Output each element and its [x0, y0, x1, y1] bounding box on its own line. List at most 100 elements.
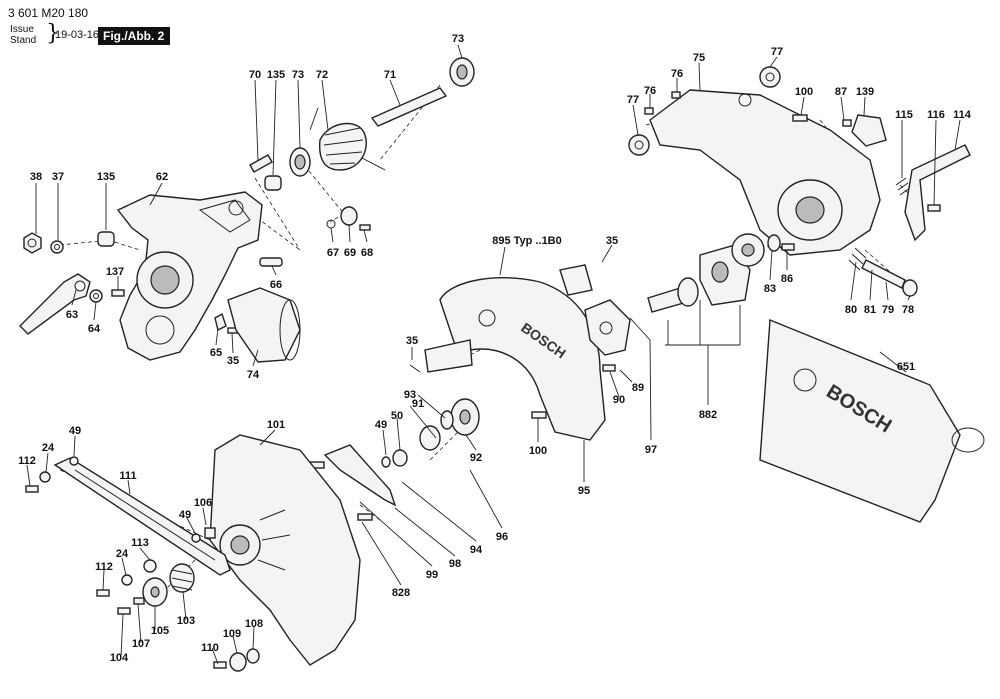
document-number: 3 601 M20 180 [8, 6, 89, 20]
clamp-65 [214, 312, 227, 332]
label-50: 50 [391, 410, 403, 422]
label-105: 105 [151, 625, 169, 637]
label-92: 92 [470, 452, 482, 464]
washer-24b [121, 574, 133, 586]
label-49c: 49 [179, 509, 191, 521]
label-37: 37 [52, 171, 64, 183]
bracket-96-plate [424, 339, 473, 373]
screw-107 [133, 597, 145, 605]
bearing-73b [449, 57, 475, 87]
label-109: 109 [223, 628, 241, 640]
label-895: 895 Typ ..1B0 [492, 235, 562, 247]
bolt-50 [392, 449, 408, 467]
label-73b: 73 [452, 33, 464, 45]
spindle-shaft [647, 277, 699, 313]
label-91: 91 [412, 398, 424, 410]
label-77a: 77 [771, 46, 783, 58]
label-100a: 100 [529, 445, 547, 457]
label-73a: 73 [292, 69, 304, 81]
label-75: 75 [693, 52, 705, 64]
label-137: 137 [106, 266, 124, 278]
label-113: 113 [131, 537, 149, 549]
spring-80 [848, 247, 867, 271]
screw-110 [213, 661, 227, 669]
label-67: 67 [327, 247, 339, 259]
screw-76b [644, 107, 654, 115]
label-76b: 76 [644, 85, 656, 97]
washer-24a [39, 471, 51, 483]
washer-37 [50, 240, 64, 254]
lower-blade-guard-101 [209, 434, 361, 666]
label-83: 83 [764, 283, 776, 295]
label-71: 71 [384, 69, 396, 81]
label-68: 68 [361, 247, 373, 259]
screw-76a [671, 91, 681, 99]
bushing-135b [264, 175, 282, 191]
label-115: 115 [895, 109, 913, 121]
label-100b: 100 [795, 86, 813, 98]
label-135a: 135 [97, 171, 115, 183]
plate-139 [851, 114, 887, 147]
label-87: 87 [835, 86, 847, 98]
label-leaders [26, 44, 961, 665]
label-89: 89 [632, 382, 644, 394]
spring-72 [309, 107, 386, 171]
bushing-108 [246, 648, 260, 664]
pin-66 [259, 257, 283, 267]
label-38: 38 [30, 171, 42, 183]
label-93: 93 [404, 389, 416, 401]
label-828: 828 [392, 587, 410, 599]
screw-86 [781, 243, 795, 251]
label-63: 63 [66, 309, 78, 321]
screw-112b [96, 589, 110, 597]
screw-137 [111, 289, 125, 297]
label-78: 78 [902, 304, 914, 316]
label-76a: 76 [671, 68, 683, 80]
label-72: 72 [316, 69, 328, 81]
screw-116 [927, 204, 941, 212]
label-90: 90 [613, 394, 625, 406]
gear [731, 233, 765, 267]
cover-651: BOSCH [759, 318, 985, 523]
roller-113 [143, 559, 157, 573]
label-96: 96 [496, 531, 508, 543]
link-arm-111 [53, 457, 231, 576]
label-116: 116 [927, 109, 945, 121]
label-35c: 35 [406, 335, 418, 347]
arm-bracket-62 [116, 191, 263, 361]
label-66: 66 [270, 279, 282, 291]
label-99: 99 [426, 569, 438, 581]
label-95: 95 [578, 485, 590, 497]
washer-93 [440, 410, 454, 430]
label-49b: 49 [69, 425, 81, 437]
screw-828 [357, 513, 373, 521]
label-139: 139 [856, 86, 874, 98]
washer-49a [381, 456, 391, 468]
flange-91 [419, 425, 441, 451]
lever-114 [904, 144, 971, 242]
label-107: 107 [132, 638, 150, 650]
bearing-83-part [767, 234, 781, 252]
blade-cover-96 [323, 444, 397, 507]
spring-103 [169, 563, 195, 593]
label-77b: 77 [627, 94, 639, 106]
bushing-69 [340, 206, 358, 226]
lever-63 [19, 273, 91, 335]
screw-100b [792, 114, 808, 122]
label-101: 101 [267, 419, 285, 431]
label-110: 110 [201, 642, 219, 654]
screw-90 [602, 364, 616, 372]
bracket-89 [584, 299, 631, 356]
issue-label: Issue Stand [10, 24, 37, 46]
label-24b: 24 [116, 548, 129, 560]
label-49a: 49 [375, 419, 387, 431]
label-882: 882 [699, 409, 717, 421]
leader-882-bracket [665, 300, 741, 405]
label-94: 94 [470, 544, 483, 556]
clip-plate-top [559, 264, 593, 296]
brush-cap-77b [628, 134, 650, 156]
part-labels: 38 37 135 62 137 63 64 70 135 73 72 71 7… [18, 33, 972, 664]
label-69: 69 [344, 247, 356, 259]
label-86: 86 [781, 273, 793, 285]
